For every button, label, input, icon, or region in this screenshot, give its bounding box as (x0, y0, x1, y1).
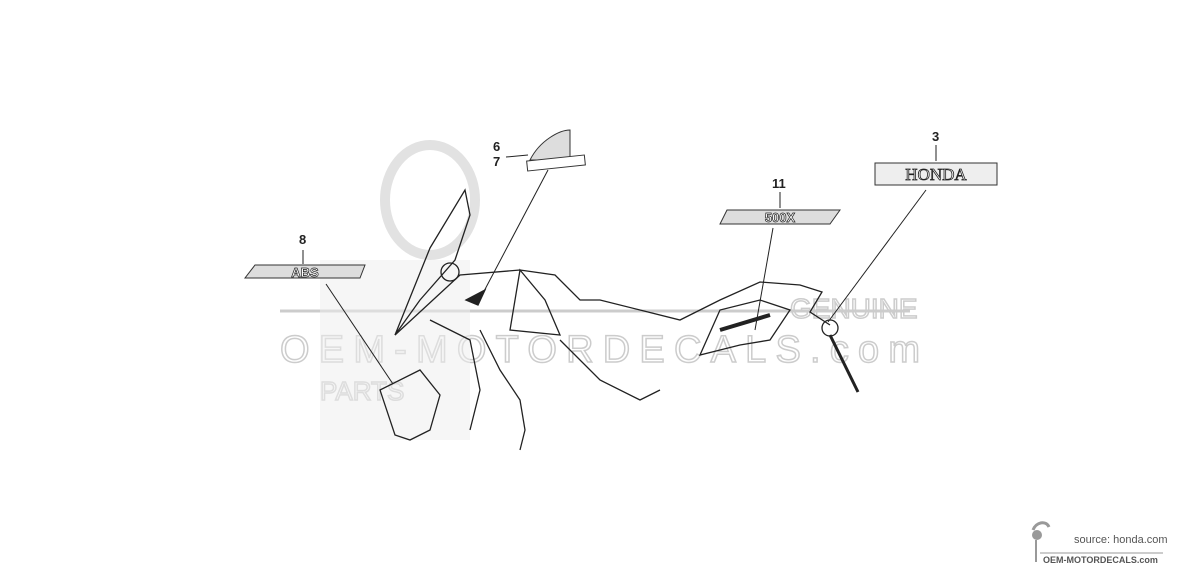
decal-model: 500X (719, 209, 841, 225)
callout-7: 7 (493, 154, 500, 169)
watermark: GENUINE OEM-MOTORDECALS.com PARTS (279, 140, 921, 440)
decal-wing (526, 129, 586, 172)
decal-abs-text: ABS (291, 265, 319, 280)
decal-honda-text: HONDA (905, 165, 967, 184)
site-logo-icon (1031, 521, 1163, 562)
decal-model-text: 500X (765, 210, 796, 225)
decal-honda: HONDA (874, 162, 998, 186)
watermark-top-text: GENUINE (790, 293, 918, 324)
callout-6: 6 (493, 139, 500, 154)
wing-decal-mark (464, 288, 487, 306)
callout-8: 8 (299, 232, 306, 247)
watermark-helmet-icon (380, 140, 480, 260)
callout-11: 11 (772, 176, 786, 191)
source-credit: source: honda.com (1074, 534, 1168, 546)
site-credit: OEM-MOTORDECALS.com (1043, 555, 1158, 565)
motorcycle-body (379, 188, 860, 451)
leader-lines (302, 145, 937, 385)
callout-3: 3 (932, 129, 939, 144)
decal-abs: ABS (243, 264, 366, 280)
